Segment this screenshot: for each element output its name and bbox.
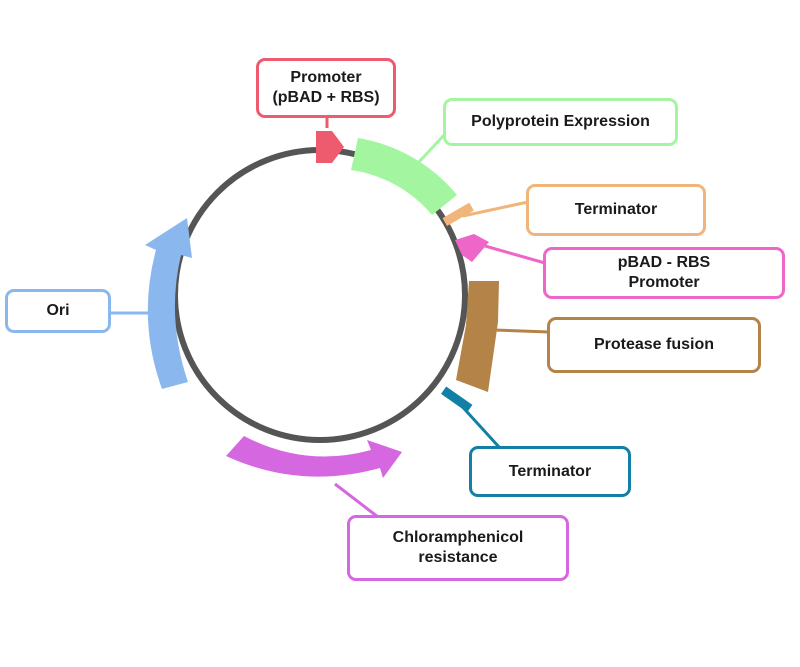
polyprotein-expression-block <box>351 138 457 215</box>
ori-text: Ori <box>46 302 70 319</box>
pbad-promoter-line2: Promoter <box>628 274 700 291</box>
pbad-promoter-arrow <box>455 234 489 262</box>
chloramphenicol-leader-line <box>334 482 379 519</box>
pbad-promoter-label: pBAD - RBS Promoter <box>543 247 785 299</box>
protease-fusion-text: Protease fusion <box>593 336 715 353</box>
protease-leader-line <box>493 328 550 334</box>
terminator2-text: Terminator <box>508 462 592 480</box>
terminator1-label: Terminator <box>526 184 706 236</box>
ori-arrow <box>145 218 192 389</box>
polyprotein-expression-label: Polyprotein Expression <box>443 98 678 146</box>
chloramphenicol-resistance-label: Chloramphenicol resistance <box>347 515 569 581</box>
terminator2-label: Terminator <box>469 446 631 497</box>
polyprotein-leader-line <box>416 131 448 165</box>
protease-fusion-block <box>456 281 499 392</box>
polyprotein-expression-text: Polyprotein Expression <box>471 113 650 130</box>
chloramphenicol-line2: resistance <box>418 549 498 566</box>
promoter-arrow <box>316 131 344 163</box>
promoter-label: Promoter (pBAD + RBS) <box>256 58 396 118</box>
protease-fusion-label: Protease fusion <box>547 317 761 373</box>
terminator2-marker <box>441 386 473 413</box>
terminator1-marker <box>442 202 474 226</box>
terminator1-leader-line <box>462 200 529 218</box>
chloramphenicol-line1: Chloramphenicol <box>392 529 524 546</box>
promoter-label-line2: (pBAD + RBS) <box>272 89 380 106</box>
terminator1-text: Terminator <box>574 201 658 218</box>
pbad-promoter-line1: pBAD - RBS <box>617 254 711 271</box>
ori-label: Ori <box>5 289 111 333</box>
pbad-promoter-leader-line <box>477 242 546 265</box>
chloramphenicol-resistance-arrow <box>226 436 402 478</box>
promoter-label-line1: Promoter <box>290 69 362 86</box>
